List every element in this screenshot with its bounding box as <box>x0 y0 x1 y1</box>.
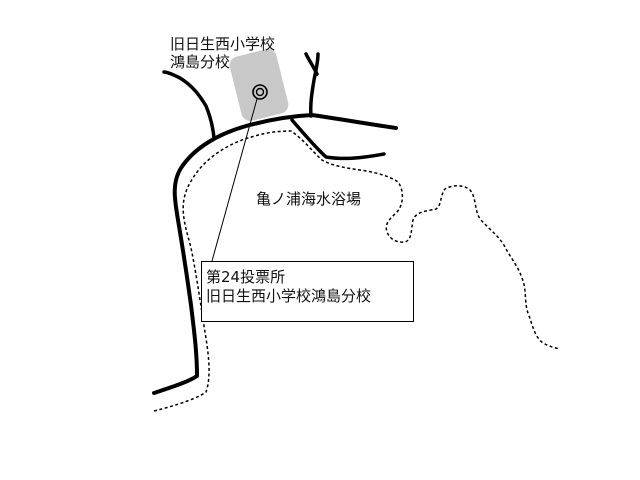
polling-place-number: 第24投票所 <box>206 268 286 286</box>
school-label-line2: 鴻島分校 <box>170 53 231 71</box>
school-label-line1: 旧日生西小学校 <box>170 35 276 53</box>
polling-place-name: 旧日生西小学校鴻島分校 <box>206 287 372 305</box>
road-northwest <box>162 70 216 140</box>
road-east <box>290 118 386 161</box>
road-north <box>309 52 320 118</box>
polling-place-label-box: 第24投票所 旧日生西小学校鴻島分校 <box>201 261 414 322</box>
coastline <box>153 130 561 412</box>
double-circle-marker-icon <box>252 84 268 100</box>
beach-label: 亀ノ浦海水浴場 <box>256 190 362 208</box>
road-north-branch <box>304 52 319 76</box>
school-label: 旧日生西小学校 鴻島分校 <box>170 35 275 71</box>
